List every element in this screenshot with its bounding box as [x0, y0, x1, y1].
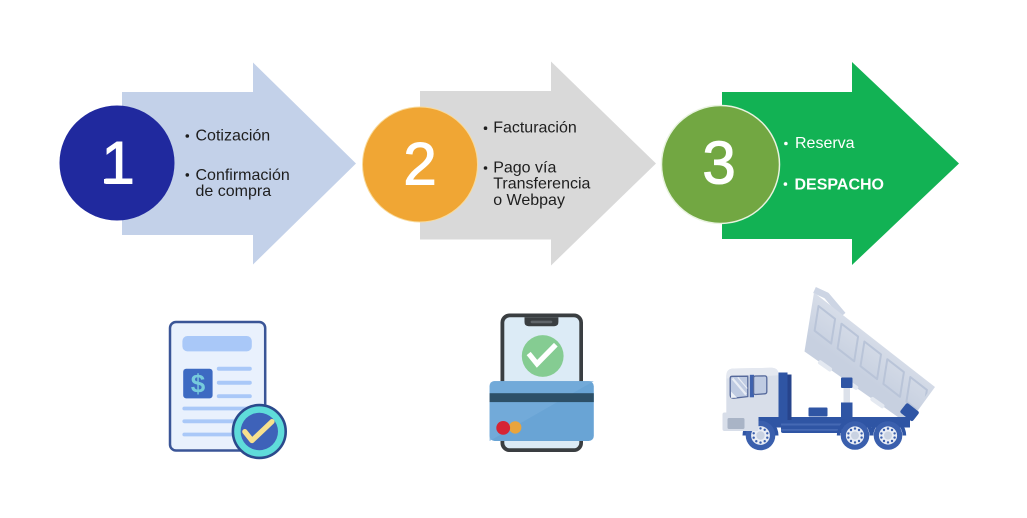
svg-text:DESPACHO: DESPACHO [795, 176, 885, 193]
svg-text:Confirmación: Confirmación [196, 167, 290, 184]
svg-text:Cotización: Cotización [196, 127, 271, 144]
svg-text:Reserva: Reserva [795, 135, 855, 152]
svg-text:o Webpay: o Webpay [493, 192, 565, 209]
svg-text:Transferencia: Transferencia [493, 176, 590, 193]
svg-text:Facturación: Facturación [493, 120, 577, 137]
svg-text:Pago vía: Pago vía [493, 159, 556, 176]
svg-text:$: $ [191, 369, 206, 399]
svg-text:1: 1 [101, 130, 134, 197]
svg-text:2: 2 [403, 131, 436, 198]
svg-text:de compra: de compra [196, 183, 272, 200]
svg-text:3: 3 [702, 130, 735, 197]
